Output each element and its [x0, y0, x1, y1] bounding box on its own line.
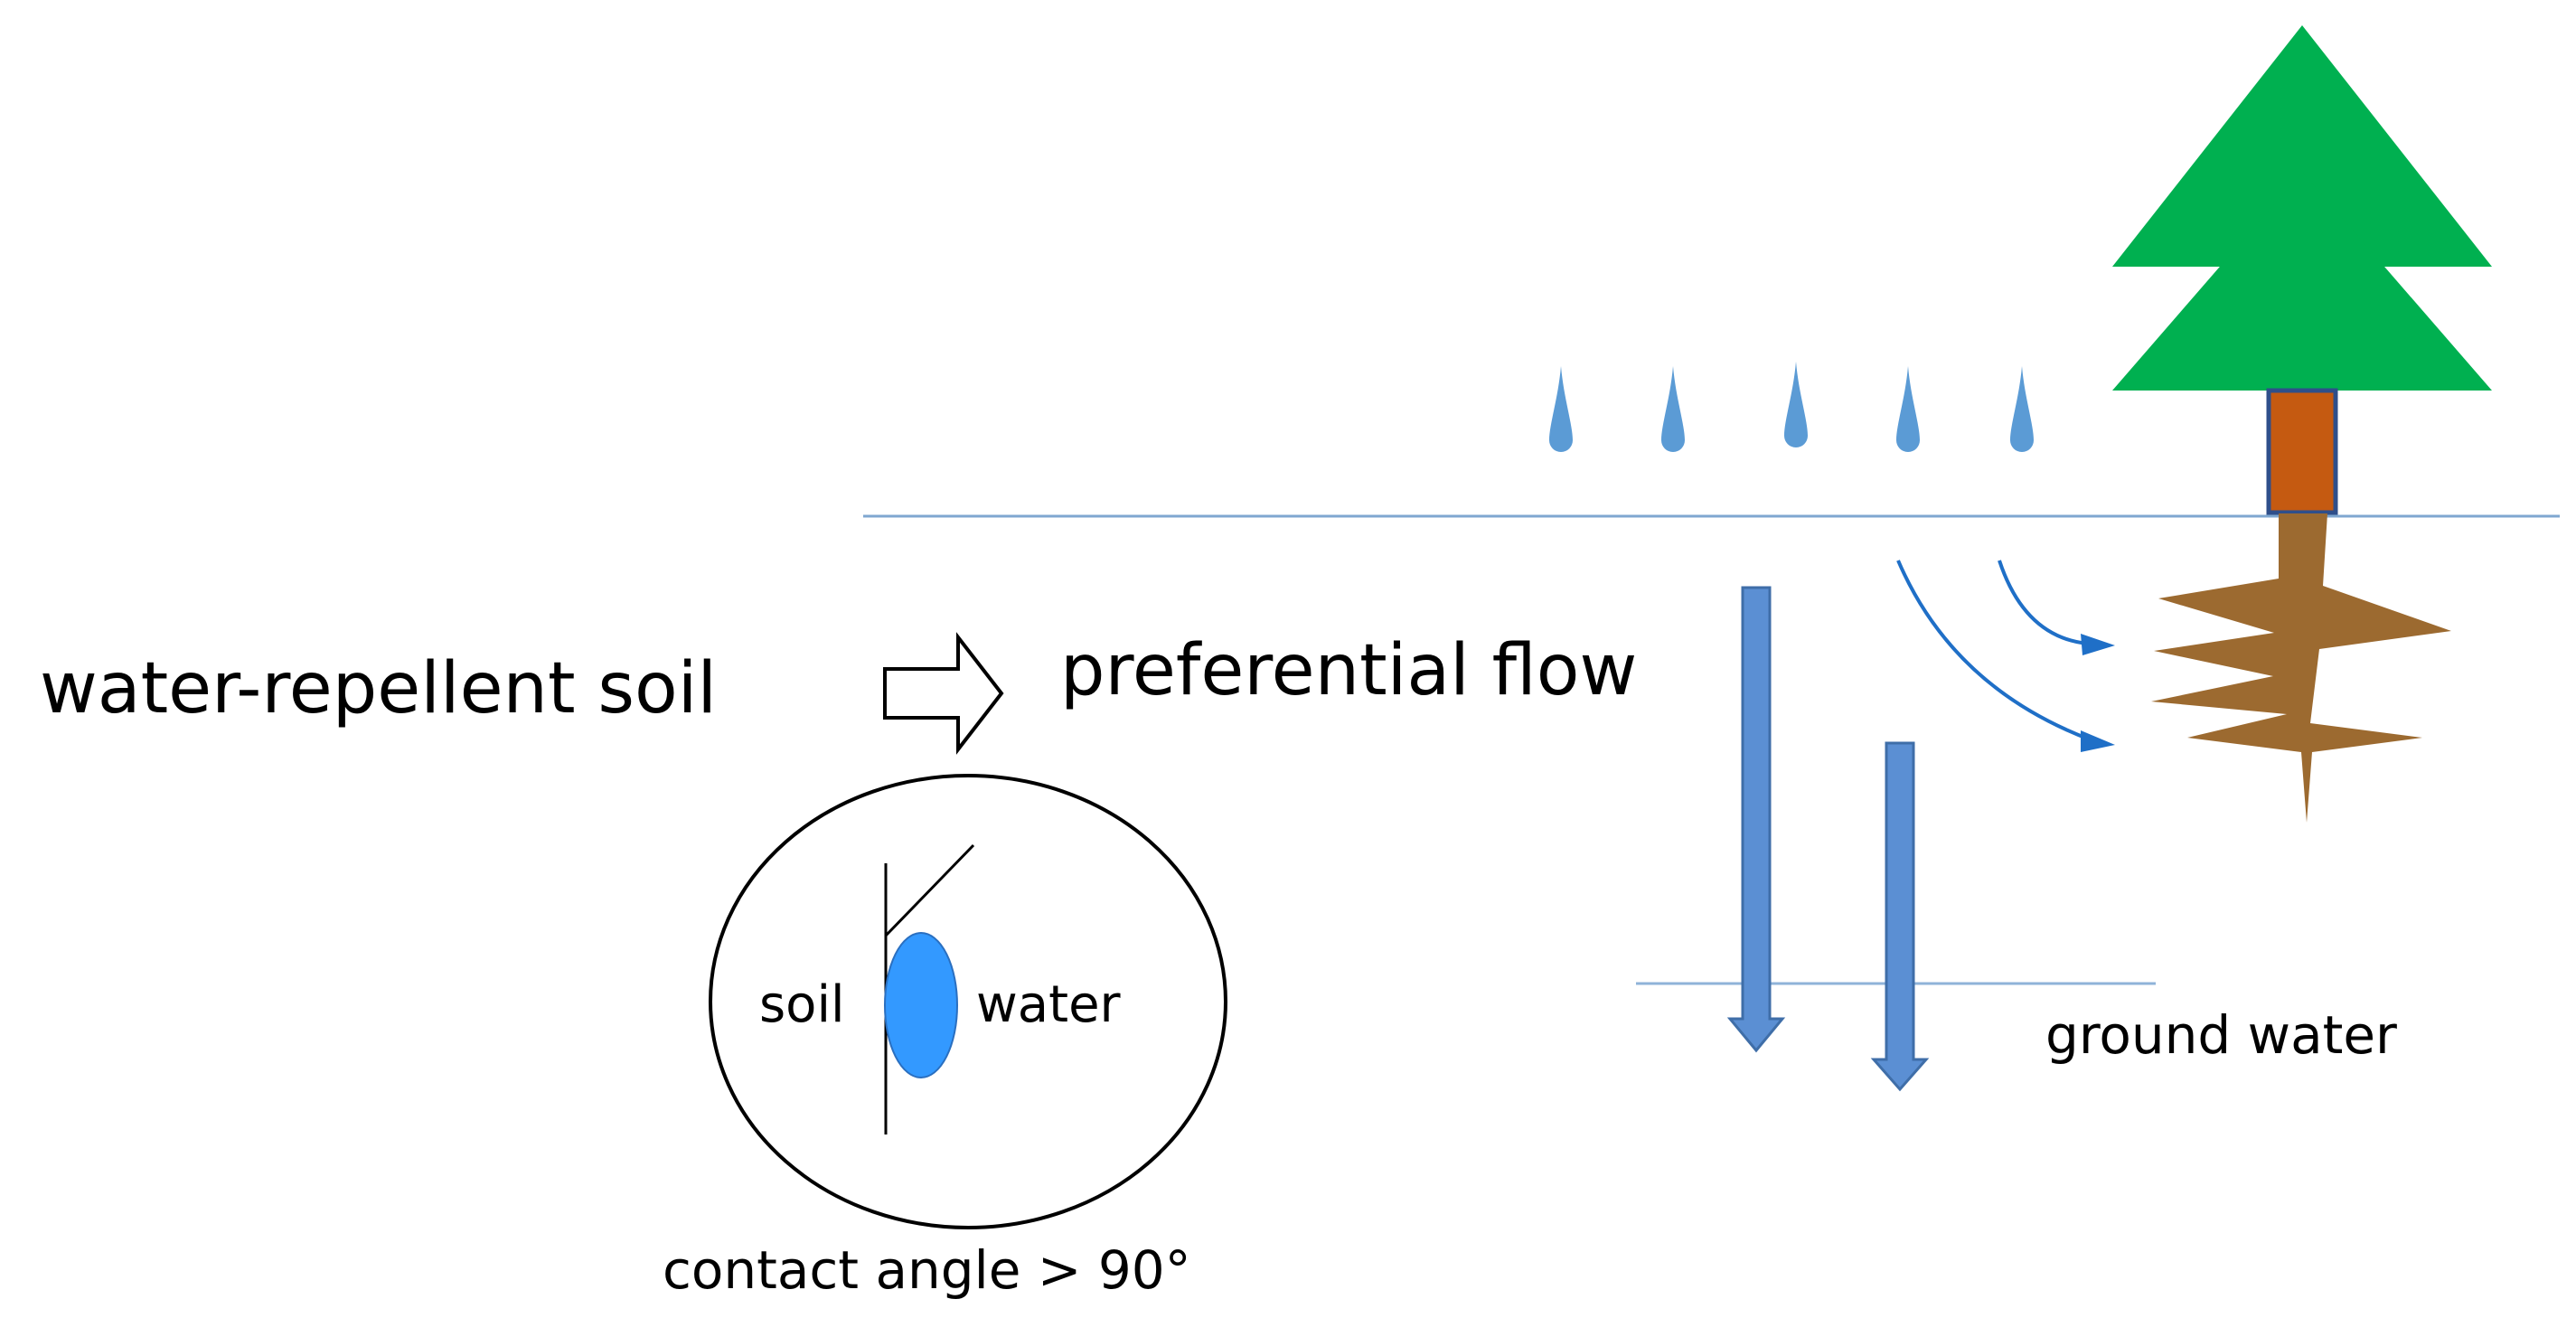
- lateral-flow-arrowhead: [2081, 730, 2115, 752]
- ground-water-label: ground water: [2045, 1004, 2397, 1066]
- preferential-flow-arrow-left: [1726, 586, 1786, 1053]
- tree-icon: [2112, 25, 2492, 823]
- preferential-flow-arrow-right: [1870, 741, 1930, 1092]
- water-droplet: [884, 932, 958, 1078]
- contact-angle-tangent: [884, 843, 975, 937]
- tree-canopy-upper: [2112, 25, 2492, 267]
- raindrop-icon: [1549, 366, 1573, 452]
- lateral-flow-arrow: [1896, 560, 2091, 741]
- tree-roots: [2151, 513, 2451, 823]
- lateral-flow-arrows: [1896, 560, 2115, 752]
- effect-label: preferential flow: [1060, 630, 1637, 711]
- raindrop-icon: [1784, 362, 1808, 447]
- raindrop-icon: [1661, 366, 1685, 452]
- cause-label: water-repellent soil: [40, 648, 717, 730]
- implication-arrow-icon: [883, 632, 1004, 755]
- raindrop-icon: [1896, 366, 1920, 452]
- lateral-flow-arrowhead: [2081, 634, 2115, 655]
- inset-soil-label: soil: [759, 975, 845, 1034]
- raindrop-icon: [2010, 366, 2034, 452]
- contact-angle-caption: contact angle > 90°: [663, 1239, 1191, 1301]
- raindrops: [1549, 362, 2034, 452]
- lateral-flow-arrow: [1998, 560, 2089, 645]
- tree-canopy-lower: [2112, 172, 2492, 391]
- inset-circle: [709, 774, 1227, 1229]
- tree-trunk: [2266, 388, 2338, 515]
- contact-angle-inset: soil water: [709, 774, 1227, 1229]
- inset-water-label: water: [976, 975, 1122, 1034]
